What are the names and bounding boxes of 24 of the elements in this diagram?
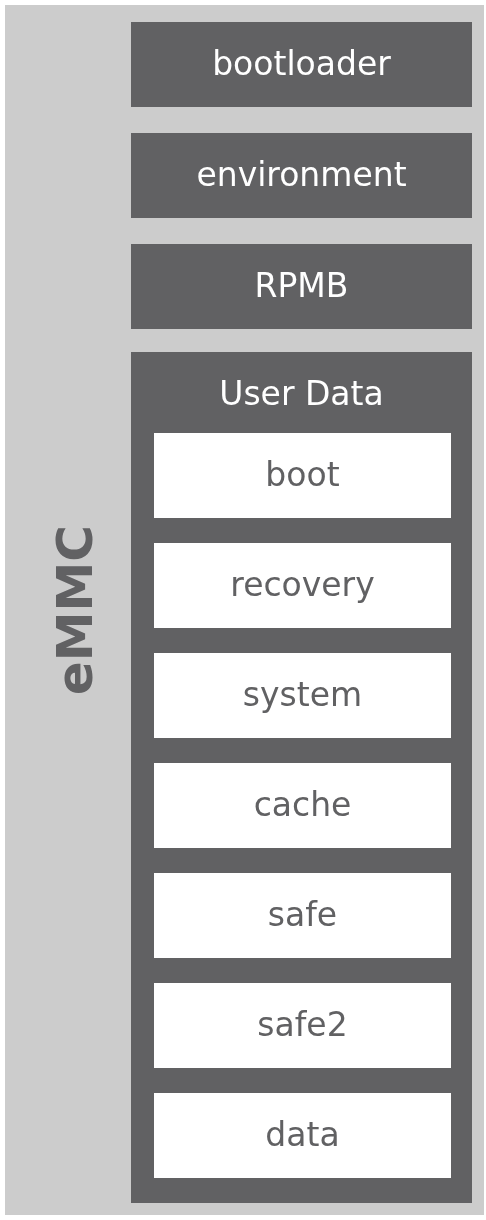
partition-block xyxy=(154,763,451,848)
partition-name: boot xyxy=(265,455,340,495)
partition-name: system xyxy=(242,675,363,715)
partition-name: bootloader xyxy=(212,44,391,84)
device-panel xyxy=(5,5,484,1215)
partition-name: environment xyxy=(196,155,407,195)
device-label: eMMC xyxy=(45,525,105,696)
partition-block xyxy=(131,133,472,218)
partition-name: RPMB xyxy=(254,266,349,306)
partition-name: recovery xyxy=(230,565,375,605)
partition-block xyxy=(154,983,451,1068)
partition-name: data xyxy=(265,1115,340,1155)
partition-block xyxy=(154,1093,451,1178)
partition-block xyxy=(154,873,451,958)
partition-block xyxy=(154,653,451,738)
partition-block xyxy=(154,543,451,628)
partition-block xyxy=(131,22,472,107)
partition-group xyxy=(131,352,472,1203)
partition-name: safe2 xyxy=(257,1005,348,1045)
partition-name: cache xyxy=(253,785,352,825)
partition-block xyxy=(131,244,472,329)
group-title: User Data xyxy=(219,374,384,414)
partition-name: safe xyxy=(267,895,338,935)
partition-block xyxy=(154,433,451,518)
